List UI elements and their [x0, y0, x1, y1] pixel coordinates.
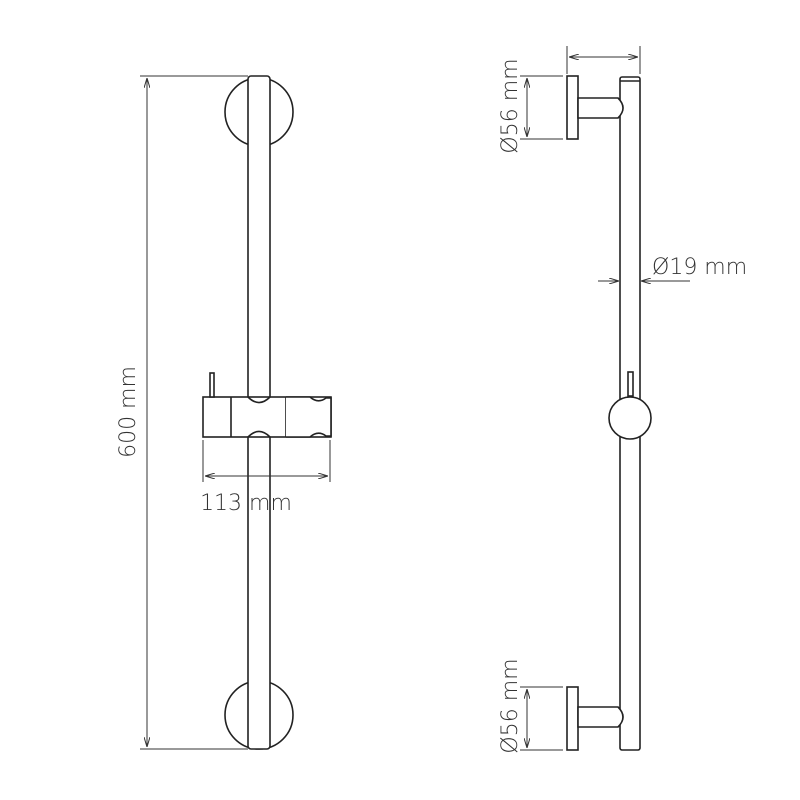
side-view: Ø56 mm Ø56 mm Ø19 mm — [498, 46, 747, 754]
top-rosette-label: Ø56 mm — [498, 58, 523, 153]
front-view: 600 mm 113 mm — [116, 75, 332, 750]
side-knob — [608, 371, 652, 440]
slider-pin — [209, 372, 215, 398]
bottom-rosette-label: Ø56 mm — [498, 658, 523, 753]
side-bottom-bracket — [566, 686, 624, 751]
length-label: 600 mm — [116, 366, 141, 458]
rod-diameter-label: Ø19 mm — [652, 255, 747, 280]
slider-width-label: 113 mm — [200, 491, 292, 516]
slider — [202, 372, 332, 438]
depth-dimension — [566, 46, 641, 74]
top-rosette-dimension: Ø56 mm — [498, 58, 563, 154]
side-top-bracket — [566, 75, 624, 140]
length-dimension: 600 mm — [116, 75, 248, 750]
rod-diameter-dimension: Ø19 mm — [598, 255, 747, 281]
slider-width-dimension: 113 mm — [200, 440, 331, 516]
bottom-rosette-dimension: Ø56 mm — [498, 658, 563, 754]
